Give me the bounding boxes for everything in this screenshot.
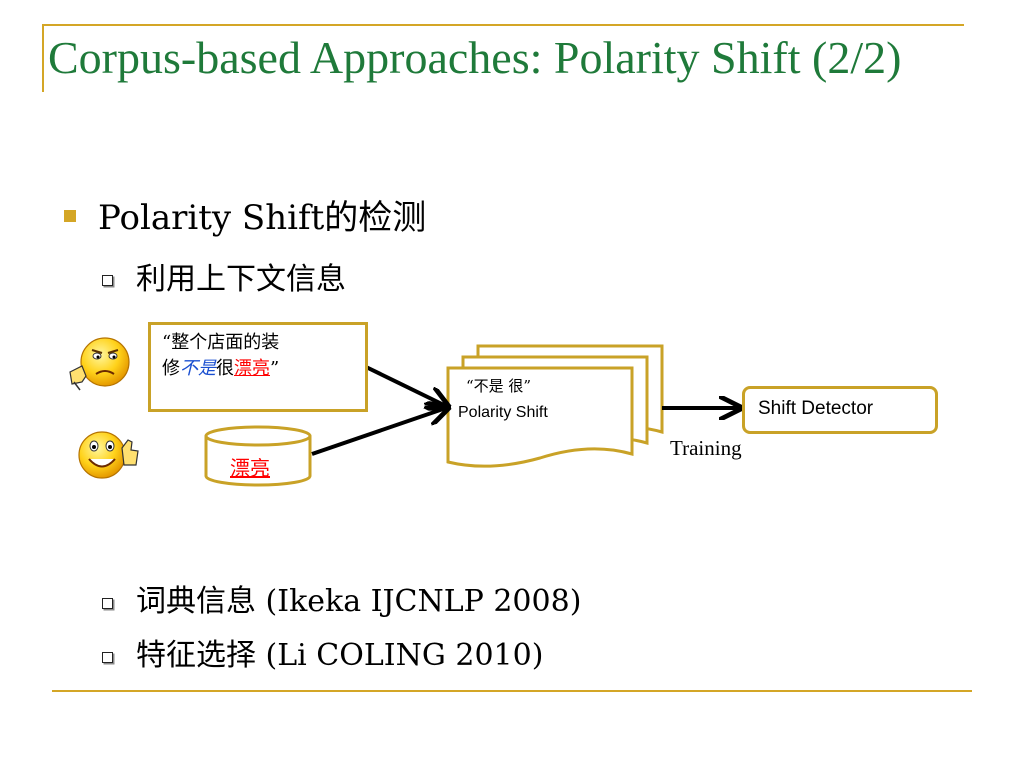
arrow-lexicon-to-docs	[311, 408, 446, 456]
sub-bullet-feature-selection: 特征选择 (Li COLING 2010)	[136, 638, 544, 673]
thumbs-up-smiley-icon	[78, 431, 139, 479]
shift-detector-label: Shift Detector	[758, 398, 874, 419]
negation-word: 不是	[180, 358, 216, 379]
sub-bullet-context-info: 利用上下文信息	[136, 262, 346, 297]
bullet-square-icon	[64, 210, 76, 222]
doc-label-pattern: “不是 很”	[466, 377, 532, 395]
sentiment-word: 漂亮	[234, 358, 270, 379]
training-label: Training	[670, 436, 742, 460]
sub-bullet-icon	[102, 598, 113, 609]
lexicon-word: 漂亮	[230, 456, 270, 480]
footer-rule	[52, 690, 972, 692]
title-left-rule	[42, 24, 44, 92]
quote-line-2: 修不是很漂亮”	[162, 356, 358, 382]
shift-detector-box	[742, 386, 938, 434]
title-top-rule	[44, 24, 964, 26]
thumbs-down-smiley-icon	[69, 337, 130, 391]
arrow-quote-to-docs	[363, 364, 446, 406]
sub-bullet-icon	[102, 652, 113, 663]
quote-text-part: 很	[216, 358, 234, 379]
page-title: Corpus-based Approaches: Polarity Shift …	[48, 32, 902, 83]
sub-bullet-lexicon-info: 词典信息 (Ikeka IJCNLP 2008)	[136, 584, 582, 619]
quote-sentence-box	[148, 322, 368, 412]
doc-label-polarity-shift: Polarity Shift	[458, 404, 548, 421]
quote-text-part: ”	[270, 358, 280, 379]
lexicon-cylinder	[204, 425, 312, 487]
quote-sentence: “整个店面的装 修不是很漂亮”	[162, 330, 358, 382]
bullet-polarity-shift-detection: Polarity Shift的检测	[98, 198, 427, 238]
quote-line-1: “整个店面的装	[162, 332, 280, 353]
sub-bullet-icon	[102, 275, 113, 286]
polarity-shift-documents	[446, 344, 664, 468]
quote-text-part: 修	[162, 358, 180, 379]
